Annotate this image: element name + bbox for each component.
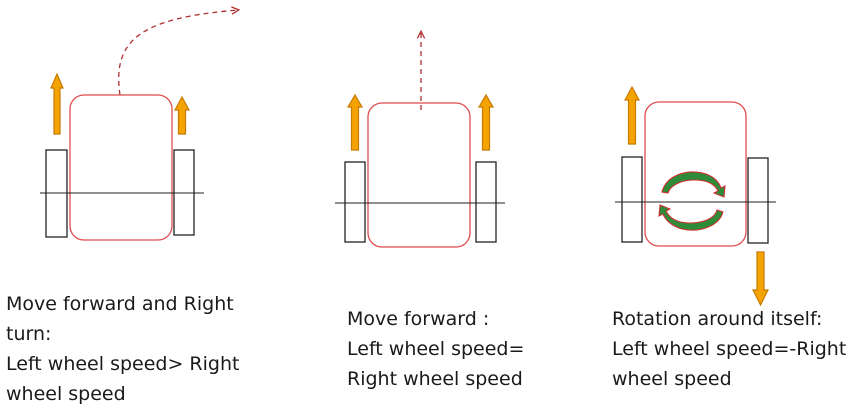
- up-arrow-icon: [623, 85, 641, 145]
- down-arrow-icon: [752, 251, 769, 307]
- caption-line: Move forward and Right: [6, 293, 234, 315]
- caption-line: Left wheel speed=-Right: [612, 338, 847, 360]
- caption-line: turn:: [6, 323, 52, 345]
- panel-rotation: [615, 85, 776, 307]
- right-wheel: [475, 161, 497, 243]
- up-arrow-icon: [477, 93, 495, 151]
- left-wheel: [621, 156, 643, 243]
- up-arrow-icon: [173, 95, 191, 135]
- caption-line: Left wheel speed=: [347, 338, 525, 360]
- curved-path-arrow: [118, 10, 238, 96]
- rotation-arrows-icon: [658, 171, 726, 231]
- up-arrow-icon: [346, 93, 364, 151]
- robot-body: [367, 102, 471, 248]
- caption-line: Left wheel speed> Right: [6, 353, 240, 375]
- left-wheel: [344, 161, 366, 243]
- panel-right-turn: [40, 10, 238, 241]
- caption-line: wheel speed: [612, 368, 732, 390]
- robot-body: [69, 94, 173, 241]
- caption-line: Rotation around itself:: [612, 308, 823, 330]
- caption-forward: Move forward : Left wheel speed= Right w…: [347, 304, 524, 394]
- up-arrow-icon: [50, 72, 64, 135]
- caption-rotation: Rotation around itself: Left wheel speed…: [612, 304, 846, 394]
- panel-forward: [335, 32, 505, 248]
- robot-body: [644, 101, 747, 247]
- caption-right-turn: Move forward and Right turn: Left wheel …: [6, 289, 239, 409]
- right-wheel: [747, 157, 769, 244]
- caption-line: Move forward :: [347, 308, 490, 330]
- caption-line: wheel speed: [6, 383, 126, 405]
- caption-line: Right wheel speed: [347, 368, 523, 390]
